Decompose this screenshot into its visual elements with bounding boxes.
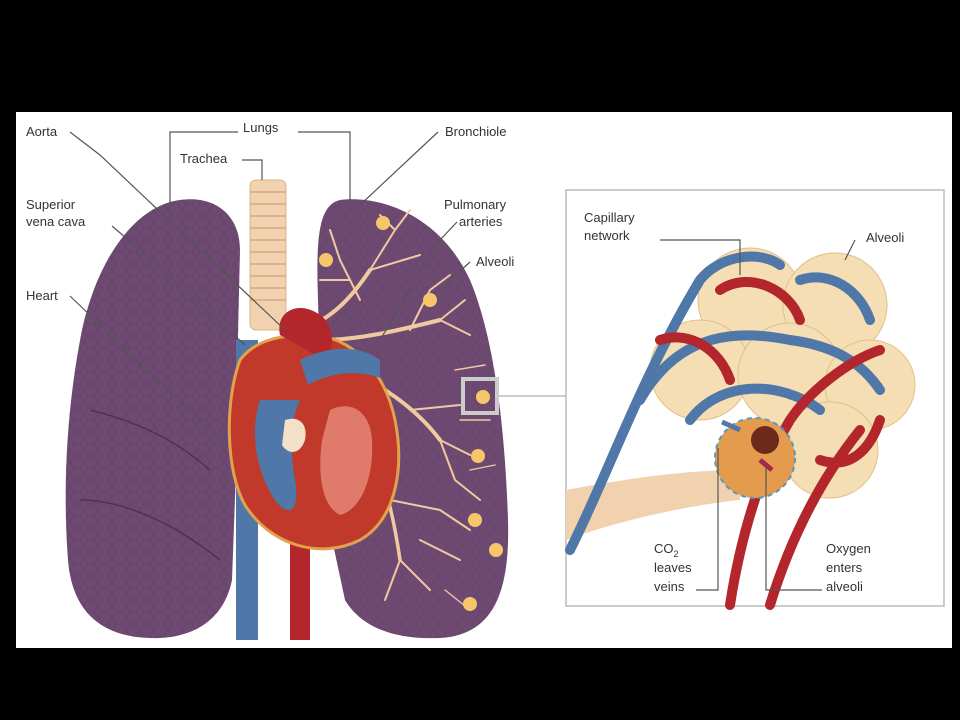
descending-aorta [290, 520, 310, 640]
label-inset-alveoli: Alveoli [866, 230, 904, 245]
label-superior: Superior [26, 197, 76, 212]
label-arteries: arteries [459, 214, 503, 229]
label-enters: enters [826, 560, 863, 575]
label-network: network [584, 228, 630, 243]
label-capillary: Capillary [584, 210, 635, 225]
label-trachea: Trachea [180, 151, 228, 166]
heart [227, 307, 401, 551]
label-alveoli: Alveoli [476, 254, 514, 269]
label-vena-cava: vena cava [26, 214, 86, 229]
trachea [249, 179, 287, 331]
alveoli-clusters [319, 216, 503, 611]
label-bronchiole: Bronchiole [445, 124, 506, 139]
label-leaves: leaves [654, 560, 692, 575]
label-pulmonary: Pulmonary [444, 197, 507, 212]
inset-capillary: Capillary network Alveoli CO2 leaves vei… [565, 189, 945, 610]
label-lungs: Lungs [243, 120, 279, 135]
label-aorta: Aorta [26, 124, 58, 139]
label-veins: veins [654, 579, 685, 594]
left-lung [65, 199, 240, 639]
leader-lines [69, 131, 471, 446]
label-heart: Heart [26, 288, 58, 303]
label-oxygen: Oxygen [826, 541, 871, 556]
label-co2: CO2 [654, 541, 679, 559]
left-labels: Aorta Lungs Trachea Bronchiole Superior … [26, 120, 514, 303]
label-alveoli-entry: alveoli [826, 579, 863, 594]
